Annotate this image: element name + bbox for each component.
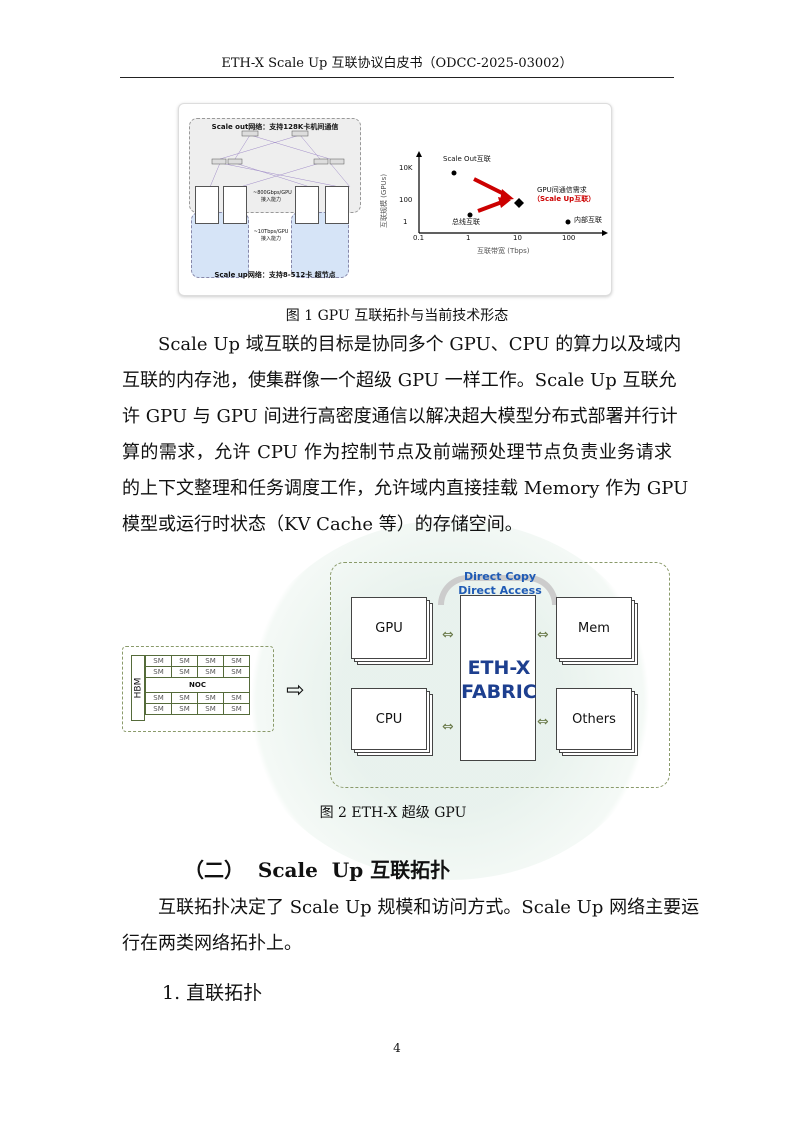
x-tick: 100 (562, 234, 576, 242)
section-heading: （二） Scale Up 互联拓扑 (184, 858, 451, 882)
hbm-label: HBM (133, 677, 143, 699)
paragraph-line: 行在两类网络拓扑上。 (122, 933, 302, 954)
scale-up-title: Scale up网络：支持8-512卡 超节点 (214, 271, 336, 279)
server (223, 186, 247, 224)
bandwidth-800g-label: ~800Gbps/GPU 接入能力 (253, 190, 292, 203)
server (195, 186, 219, 224)
eth-x-super-gpu-diagram (330, 562, 670, 788)
server (325, 186, 349, 224)
bandwidth-10t-label: ~10Tbps/GPU 接入能力 (253, 229, 289, 242)
noc-label: NOC (145, 677, 250, 693)
paragraph-line: 算的需求，允许 CPU 作为控制节点及前端预处理节点负责业务请求 (122, 442, 672, 463)
point-label-internal: 内部互联 (574, 216, 602, 224)
paragraph-line: 模型或运行时状态（KV Cache 等）的存储空间。 (122, 514, 523, 535)
scale-out-title: Scale out网络：支持128K卡机间通信 (211, 123, 339, 131)
mem-block: Mem (556, 597, 638, 665)
bidirectional-arrow-icon: ⇔ (442, 627, 454, 643)
bidirectional-arrow-icon: ⇔ (537, 714, 549, 730)
eth-x-fabric (460, 595, 536, 761)
others-block: Others (556, 688, 638, 756)
page-number: 4 (393, 1041, 401, 1055)
paragraph-line: 许 GPU 与 GPU 间进行高密度通信以解决超大模型分布式部署并行计 (122, 406, 678, 427)
bidirectional-arrow-icon: ⇔ (442, 719, 454, 735)
figure-2-caption: 图 2 ETH-X 超级 GPU (319, 805, 467, 821)
interconnect-chart (416, 151, 608, 236)
y-axis-label: 互联规模 (GPUs) (380, 173, 389, 229)
page-header: ETH-X Scale Up 互联协议白皮书（ODCC-2025-03002） (120, 52, 674, 78)
target-label: GPU间通信需求 (537, 186, 587, 194)
x-tick: 1 (466, 234, 471, 242)
topology-lines (209, 130, 351, 188)
point-label-scale-out: Scale Out互联 (443, 155, 491, 163)
figure-1-caption: 图 1 GPU 互联拓扑与当前技术形态 (285, 308, 509, 324)
x-tick: 0.1 (413, 234, 425, 242)
paragraph-line: 互联的内存池，使集群像一个超级 GPU 一样工作。Scale Up 互联允 (122, 370, 677, 391)
x-axis-label: 互联带宽 (Tbps) (477, 247, 530, 255)
paragraph-line: 的上下文整理和任务调度工作，允许域内直接挂载 Memory 作为 GPU (122, 478, 689, 499)
x-tick: 10 (513, 234, 522, 242)
gpu-block: GPU (351, 597, 433, 665)
bidirectional-arrow-icon: ⇔ (537, 627, 549, 643)
server (295, 186, 319, 224)
y-tick: 1 (403, 218, 408, 226)
y-tick: 10K (399, 164, 413, 172)
paragraph-line: 互联拓扑决定了 Scale Up 规模和访问方式。Scale Up 网络主要运 (158, 897, 700, 918)
subsection-heading: 1. 直联拓扑 (162, 982, 263, 1004)
figure-1: Scale out网络：支持128K卡机间通信 ~800Gbps/GPU 接入能… (178, 103, 612, 296)
paragraph-line: Scale Up 域互联的目标是协同多个 GPU、CPU 的算力以及域内 (158, 334, 682, 355)
arrow-right-icon: ⇨ (286, 678, 305, 703)
y-tick: 100 (399, 196, 413, 204)
point-label-bus: 总线互联 (452, 218, 480, 226)
cpu-block: CPU (351, 688, 433, 756)
target-sublabel: （Scale Up互联） (533, 195, 596, 203)
